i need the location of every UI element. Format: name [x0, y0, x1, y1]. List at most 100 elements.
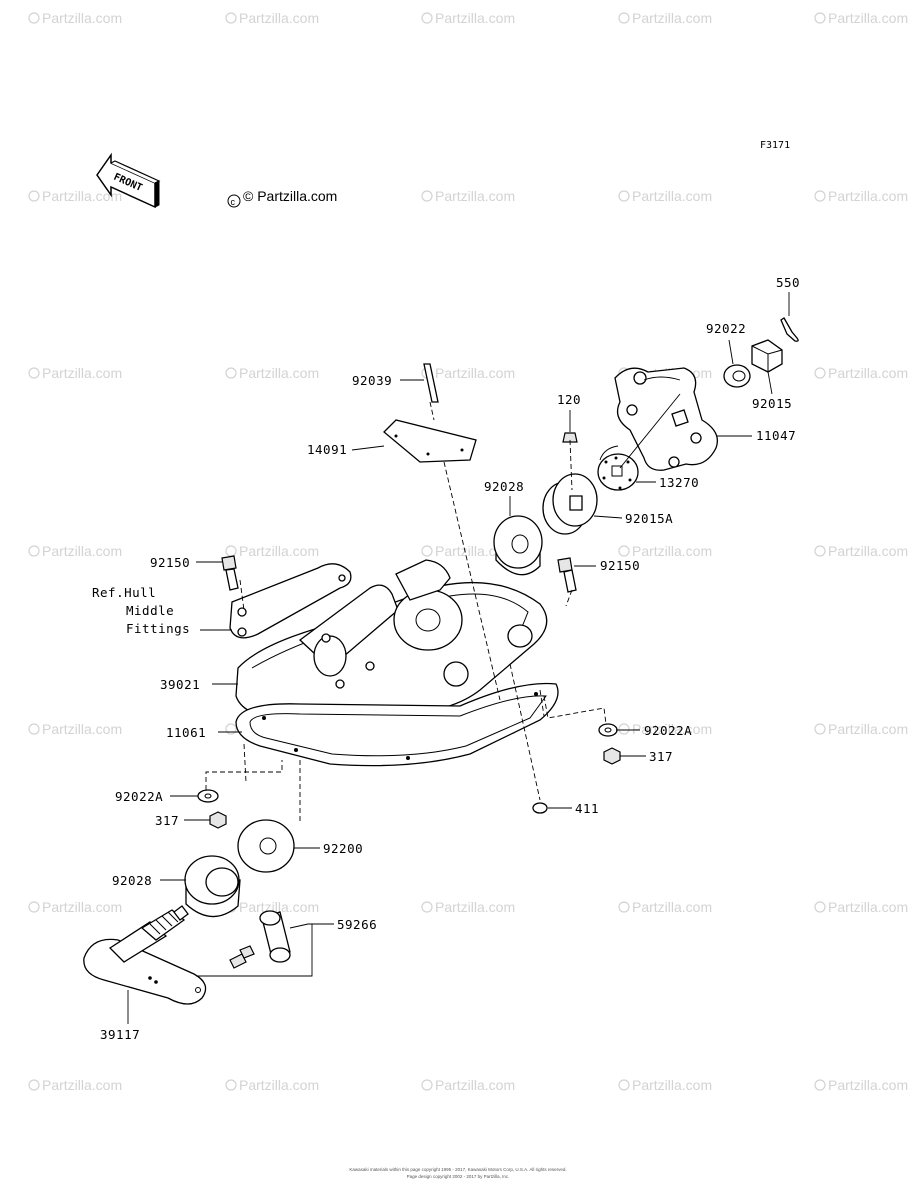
svg-text:Partzilla.com: Partzilla.com — [828, 1077, 908, 1093]
plate-14091 — [383, 419, 477, 463]
part-label-411: 411 — [575, 801, 599, 816]
leader-lines — [127, 292, 790, 1024]
washer-92022 — [723, 364, 751, 388]
plate-13270 — [597, 453, 639, 491]
watermark: Partzilla.com — [618, 1077, 712, 1093]
castle-nut — [751, 339, 783, 373]
part-label-92150-right: 92150 — [600, 558, 640, 573]
part-label-317-left: 317 — [155, 813, 179, 828]
part-label-92015: 92015 — [752, 396, 792, 411]
part-label-11047: 11047 — [756, 428, 796, 443]
part-label-39117: 39117 — [100, 1027, 140, 1042]
part-label-14091: 14091 — [307, 442, 347, 457]
svg-text:Partzilla.com: Partzilla.com — [42, 1077, 122, 1093]
watermark: Partzilla.com — [225, 543, 319, 559]
ref-note-line2: Middle — [126, 603, 174, 618]
footer-line2: Page design copyright 2002 - 2017 by Par… — [407, 1174, 510, 1179]
svg-text:Partzilla.com: Partzilla.com — [42, 543, 122, 559]
part-label-92150-left: 92150 — [150, 555, 190, 570]
part-label-39021: 39021 — [160, 677, 200, 692]
part-label-92028-lower: 92028 — [112, 873, 152, 888]
figure-code: F3171 — [760, 140, 790, 151]
svg-text:Partzilla.com: Partzilla.com — [239, 899, 319, 915]
part-label-92200: 92200 — [323, 841, 363, 856]
svg-text:Partzilla.com: Partzilla.com — [632, 188, 712, 204]
part-labels: 550 92022 92015 92039 120 11047 14091 13… — [92, 275, 800, 1042]
svg-text:Partzilla.com: Partzilla.com — [632, 899, 712, 915]
washer-92022A-right — [598, 723, 618, 737]
part-label-92022A-left: 92022A — [115, 789, 163, 804]
ref-note-line3: Fittings — [126, 621, 190, 636]
watermark: Partzilla.com — [28, 10, 122, 26]
ref-note-line1: Ref.Hull — [92, 585, 156, 600]
svg-text:Partzilla.com: Partzilla.com — [435, 899, 515, 915]
washer-411 — [532, 802, 548, 814]
watermark: Partzilla.com — [28, 188, 122, 204]
steering-arm-39117 — [83, 905, 207, 1005]
svg-text:Partzilla.com: Partzilla.com — [239, 543, 319, 559]
svg-text:Partzilla.com: Partzilla.com — [828, 721, 908, 737]
svg-text:Partzilla.com: Partzilla.com — [42, 365, 122, 381]
washer-92022A-left — [197, 789, 219, 803]
svg-text:Partzilla.com: Partzilla.com — [239, 365, 319, 381]
watermark: Partzilla.com — [421, 10, 515, 26]
svg-text:Partzilla.com: Partzilla.com — [828, 899, 908, 915]
watermark: Partzilla.com — [421, 1077, 515, 1093]
watermark: Partzilla.com — [814, 188, 908, 204]
watermark: Partzilla.com — [618, 188, 712, 204]
copyright-text: © Partzilla.com — [243, 188, 337, 204]
svg-text:Partzilla.com: Partzilla.com — [42, 721, 122, 737]
part-label-317-right: 317 — [649, 749, 673, 764]
part-label-120: 120 — [557, 392, 581, 407]
front-arrow-icon: FRONT — [96, 152, 161, 209]
watermark: Partzilla.com — [421, 899, 515, 915]
svg-text:Partzilla.com: Partzilla.com — [435, 1077, 515, 1093]
watermark: Partzilla.com — [225, 365, 319, 381]
svg-text:Partzilla.com: Partzilla.com — [632, 10, 712, 26]
part-label-92015A: 92015A — [625, 511, 673, 526]
watermark: Partzilla.com — [225, 1077, 319, 1093]
watermark: Partzilla.com — [28, 543, 122, 559]
part-label-92039: 92039 — [352, 373, 392, 388]
hull-fitting-bracket — [229, 563, 352, 639]
watermark: Partzilla.com — [618, 10, 712, 26]
svg-text:Partzilla.com: Partzilla.com — [42, 188, 122, 204]
bushing-92028-upper — [493, 515, 543, 576]
svg-text:Partzilla.com: Partzilla.com — [42, 10, 122, 26]
watermark: Partzilla.com — [618, 721, 712, 737]
svg-text:c: c — [231, 197, 236, 207]
nut-317-right — [603, 747, 621, 765]
svg-text:Partzilla.com: Partzilla.com — [632, 721, 712, 737]
svg-text:Partzilla.com: Partzilla.com — [828, 10, 908, 26]
watermark: Partzilla.com — [28, 365, 122, 381]
gasket-11061 — [235, 682, 559, 767]
pin-92039 — [423, 363, 439, 403]
watermark: Partzilla.com — [421, 365, 515, 381]
svg-text:Partzilla.com: Partzilla.com — [435, 365, 515, 381]
part-label-59266: 59266 — [337, 917, 377, 932]
watermark: Partzilla.com — [814, 721, 908, 737]
watermark: Partzilla.com — [814, 899, 908, 915]
center-copyright: c © Partzilla.com — [227, 188, 337, 208]
part-label-92022: 92022 — [706, 321, 746, 336]
part-label-92022A-right: 92022A — [644, 723, 692, 738]
svg-text:Partzilla.com: Partzilla.com — [239, 10, 319, 26]
bushing-92028-lower — [184, 855, 241, 918]
joint-59266 — [229, 910, 291, 969]
svg-text:Partzilla.com: Partzilla.com — [632, 543, 712, 559]
watermark: Partzilla.com — [28, 721, 122, 737]
housing-39021 — [235, 559, 548, 721]
watermark: Partzilla.com — [814, 10, 908, 26]
watermark: Partzilla.com — [618, 899, 712, 915]
footer: Kawasaki materials within this page copy… — [349, 1167, 566, 1179]
svg-text:Partzilla.com: Partzilla.com — [828, 543, 908, 559]
part-label-13270: 13270 — [659, 475, 699, 490]
footer-line1: Kawasaki materials within this page copy… — [349, 1167, 566, 1172]
watermark: Partzilla.com — [814, 1077, 908, 1093]
watermark: Partzilla.com — [814, 365, 908, 381]
svg-text:Partzilla.com: Partzilla.com — [828, 188, 908, 204]
watermark: Partzilla.com — [421, 188, 515, 204]
part-label-92028-upper: 92028 — [484, 479, 524, 494]
damper-92015A — [542, 473, 598, 535]
